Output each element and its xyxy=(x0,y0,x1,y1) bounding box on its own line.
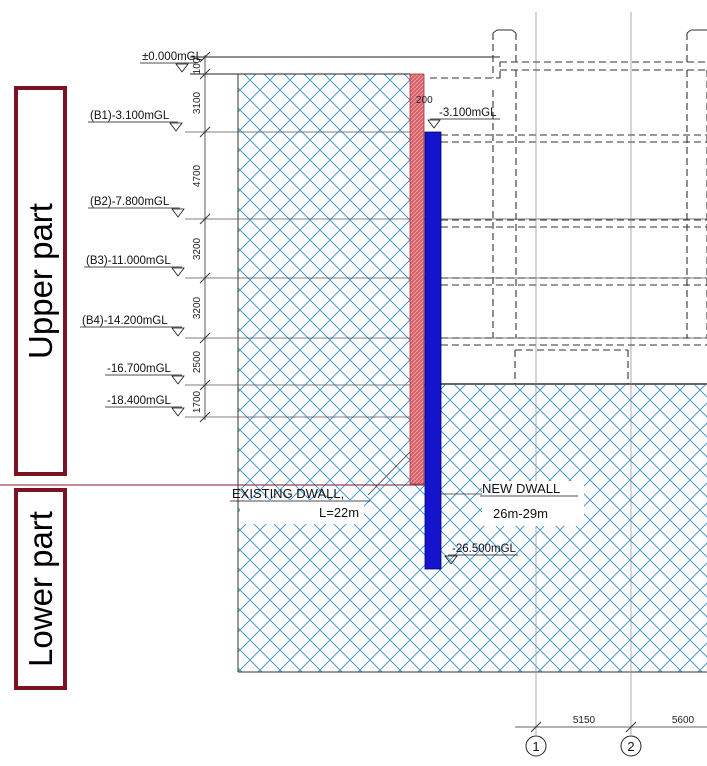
existing-dwall-leader xyxy=(367,451,411,496)
upper-part-box: Upper part xyxy=(14,86,67,476)
spacing-2500: 2500 xyxy=(192,350,203,373)
level-b4: (B4)-14.200mGL xyxy=(82,315,168,327)
grid-span-2: 5600 xyxy=(672,715,695,726)
level-18400: -18.400mGL xyxy=(107,395,172,407)
spacing-4700: 4700 xyxy=(192,164,203,187)
lower-part-box: Lower part xyxy=(14,488,67,690)
spacing-1700: 1700 xyxy=(192,390,203,413)
level-wall-toe: -26.500mGL xyxy=(452,543,517,555)
new-dwall-title: NEW DWALL xyxy=(482,481,560,496)
level-wall-top: -3.100mGL xyxy=(439,107,497,119)
level-16700: -16.700mGL xyxy=(107,363,172,375)
existing-dwall-length: L=22m xyxy=(319,505,359,520)
grid-label-1: 1 xyxy=(532,739,539,754)
existing-dwall-title: EXISTING DWALL, xyxy=(232,486,344,501)
structure-frame xyxy=(430,33,707,384)
spacing-3100: 3100 xyxy=(192,91,203,114)
grid-axes xyxy=(535,12,632,735)
column-cap-right xyxy=(686,29,707,34)
level-ground: ±0.000mGL xyxy=(142,51,203,63)
existing-dwall xyxy=(409,73,425,485)
spacing-100: 100 xyxy=(192,57,203,74)
grid-bubble-2 xyxy=(620,735,642,757)
upper-part-label: Upper part xyxy=(21,203,59,359)
dimension-ticks xyxy=(199,51,211,423)
wall-gap-label: 200 xyxy=(416,95,433,106)
lower-part-label: Lower part xyxy=(21,511,59,667)
new-dwall-length: 26m-29m xyxy=(493,506,548,521)
column-cap-left xyxy=(492,29,517,34)
new-dwall xyxy=(424,131,442,570)
level-b3: (B3)-11.000mGL xyxy=(86,255,171,267)
level-b2: (B2)-7.800mGL xyxy=(90,196,170,208)
soil-mass xyxy=(238,74,707,672)
grid-span-1: 5150 xyxy=(573,715,596,726)
level-b1: (B1)-3.100mGL xyxy=(90,110,170,122)
grid-label-2: 2 xyxy=(627,739,634,754)
spacing-3200b: 3200 xyxy=(192,296,203,319)
spacing-3200a: 3200 xyxy=(192,237,203,260)
grid-bubble-1 xyxy=(525,735,547,757)
